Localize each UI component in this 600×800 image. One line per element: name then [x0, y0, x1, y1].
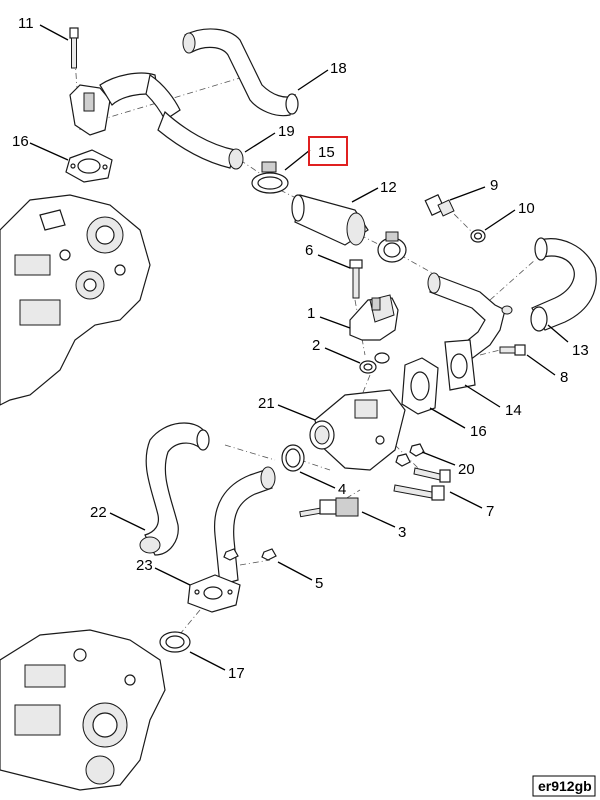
callout-19: 19 [278, 123, 295, 140]
callout-9: 9 [490, 177, 498, 194]
hose-clamp-lower [377, 231, 407, 263]
callout-14: 14 [505, 402, 522, 419]
callout-6: 6 [305, 242, 313, 259]
drawing-code: er912gb [538, 778, 592, 794]
part-6-bolt [349, 259, 363, 299]
part-9-sensor [424, 193, 455, 217]
part-11-stud [69, 27, 79, 69]
part-3-temperature-sensor [299, 497, 359, 518]
upper-outlet-pipe [69, 72, 244, 170]
callout-1: 1 [307, 305, 315, 322]
callout-23: 23 [136, 557, 153, 574]
part-15-hose-clamp [251, 161, 289, 194]
part-18-hose [182, 28, 299, 117]
callout-12: 12 [380, 179, 397, 196]
callout-11: 11 [18, 15, 34, 32]
callout-10: 10 [518, 200, 535, 217]
engine-block-lower [0, 629, 166, 791]
part-13-elbow-hose [530, 237, 597, 332]
callout-labels: 11 18 16 19 15 12 9 10 6 13 1 2 8 14 21 … [12, 15, 589, 682]
callout-3: 3 [398, 524, 406, 541]
leader-lines [29, 24, 569, 671]
part-7-bolt [393, 467, 451, 501]
callout-15: 15 [318, 144, 335, 161]
alignment-lines [74, 59, 536, 701]
part-8-bolt [499, 344, 526, 356]
callout-15-highlight-box [308, 136, 348, 166]
part-14-coolant-tube [427, 272, 513, 391]
part-23-tube [187, 466, 276, 613]
part-16-gasket-lower [401, 357, 439, 415]
part-2-washer [359, 352, 390, 374]
part-12-straight-hose [291, 194, 369, 246]
drawing-code-box: er912gb [532, 775, 596, 797]
part-10-o-ring [470, 229, 486, 243]
callout-4: 4 [338, 481, 346, 498]
part-20-nut [395, 443, 425, 467]
part-21-housing [309, 389, 406, 471]
callout-8: 8 [560, 369, 568, 386]
callout-20: 20 [458, 461, 475, 478]
callout-22: 22 [90, 504, 107, 521]
callout-21: 21 [258, 395, 275, 412]
callout-18: 18 [330, 60, 347, 77]
callout-13: 13 [572, 342, 589, 359]
engine-block-upper [0, 194, 151, 406]
part-4-seal-ring [281, 444, 305, 472]
part-17-gasket [159, 631, 191, 653]
part-22-hose [139, 422, 210, 556]
part-16-gasket-upper [65, 149, 113, 183]
part-1-bracket [349, 294, 399, 341]
callout-16-upper: 16 [12, 133, 29, 150]
part-5-nut [223, 548, 277, 561]
callout-2: 2 [312, 337, 320, 354]
callout-5: 5 [315, 575, 323, 592]
callout-17: 17 [228, 665, 245, 682]
callout-7: 7 [486, 503, 494, 520]
callout-16-lower: 16 [470, 423, 487, 440]
